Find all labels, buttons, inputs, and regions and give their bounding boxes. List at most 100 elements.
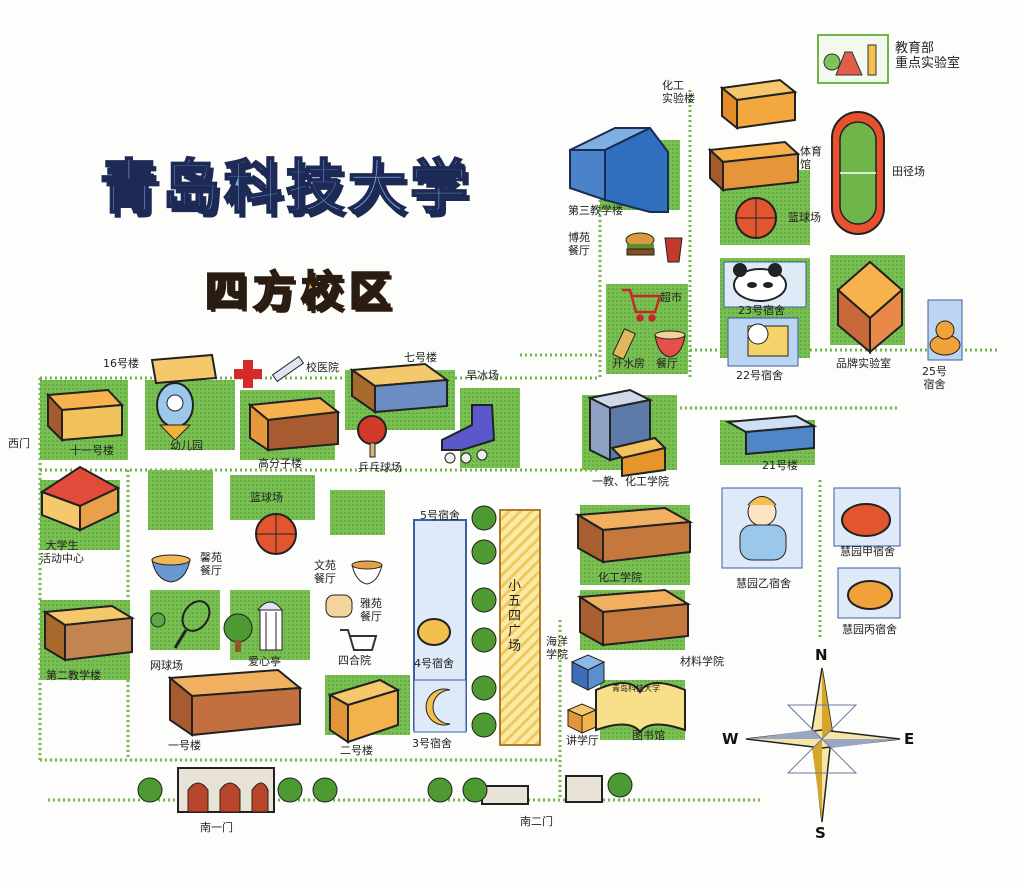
label-teaching1-chem: 一教、化工学院: [592, 475, 669, 488]
label-ocean: 海洋 学院: [546, 635, 568, 661]
label-boiled-water: 开水房: [612, 357, 645, 370]
building-11: [45, 388, 125, 443]
label-building-1: 一号楼: [168, 739, 201, 752]
label-dorm22: 22号宿舍: [736, 369, 783, 382]
map-subtitle: 四方校区: [204, 266, 398, 317]
bread-icon: [325, 594, 353, 618]
label-huiyuan-c: 慧园丙宿舍: [842, 623, 897, 636]
key-lab-building: [836, 260, 904, 355]
building-2: [327, 678, 401, 744]
label-building-7: 七号楼: [404, 351, 437, 364]
label-sihe: 四合院: [338, 654, 371, 667]
compass-north: N: [815, 646, 828, 664]
label-building-11: 十一号楼: [70, 444, 114, 457]
label-south-gate1: 南一门: [200, 821, 233, 834]
fox-icon: [841, 503, 891, 537]
second-teaching-building: [42, 604, 136, 662]
label-gym: 体育 馆: [800, 145, 822, 171]
gate-icon-south1: [177, 767, 275, 813]
bird-icon: [417, 618, 451, 646]
drink-icon: [664, 237, 683, 263]
girl-sleeping-icon: [739, 496, 787, 561]
label-library: 图书馆: [632, 729, 665, 742]
label-dining: 餐厅: [656, 357, 678, 370]
cat-icon-huiyuan-c: [847, 580, 893, 610]
building-16: [150, 353, 218, 385]
moon-icon: [425, 688, 451, 726]
label-supermarket: 超市: [660, 291, 682, 304]
rocket-icon: [156, 382, 194, 441]
compass-icon: [745, 667, 901, 823]
roads: [38, 90, 1000, 802]
label-chem-eng-school: 化工学院: [598, 571, 642, 584]
chem-lab-building: [719, 78, 798, 131]
label-boyuan: 博苑 餐厅: [568, 231, 590, 257]
label-basketball-north: 篮球场: [788, 211, 821, 224]
trees-square: [471, 505, 497, 738]
rollerskate-icon: [441, 404, 496, 464]
pingpong-paddle-icon: [357, 415, 387, 458]
label-track: 田径场: [892, 165, 925, 178]
label-xinyuan: 馨苑 餐厅: [200, 551, 222, 577]
label-second-teaching: 第二教学楼: [46, 669, 101, 682]
book-icon: [595, 682, 686, 734]
gate-icon-south2: [481, 775, 603, 805]
label-skating: 旱冰场: [466, 369, 499, 382]
label-dorm23: 23号宿舍: [738, 304, 785, 317]
dorm-21-building: [724, 414, 818, 456]
teaching1-building: [586, 388, 667, 478]
ocean-school-cube: [570, 654, 606, 691]
building-1: [167, 668, 303, 737]
label-wenyuan: 文苑 餐厅: [314, 559, 336, 585]
label-pingpong: 乒乓球场: [358, 461, 402, 474]
tree-icon: [223, 613, 253, 652]
cart-icon-sihe: [340, 629, 378, 651]
third-teaching-building: [569, 126, 669, 213]
small-may4-square: [499, 509, 541, 746]
label-dorm4: 4号宿舍: [414, 657, 454, 670]
label-kindergarten: 幼儿园: [170, 439, 203, 452]
track-field: [831, 111, 885, 235]
bowl-icon-xinyuan: [151, 554, 191, 583]
map-title: 青岛科技大学: [99, 152, 473, 222]
thermos-icon: [611, 328, 637, 360]
materials-building: [577, 588, 692, 647]
bowl-icon: [654, 330, 686, 358]
chem-eng-school-building: [574, 506, 694, 564]
panda-icon: [723, 261, 807, 308]
trees-south: [137, 772, 633, 803]
label-south-gate2: 南二门: [520, 815, 553, 828]
tennis-racket-icon: [150, 600, 211, 649]
lecture-hall-cube: [566, 703, 598, 734]
student-center-building: [39, 465, 121, 532]
library-sign-text: 青岛科技大学: [612, 684, 660, 693]
label-building-16: 16号楼: [103, 357, 139, 370]
pavilion-icon: [256, 601, 284, 651]
label-west-gate: 西门: [8, 437, 30, 450]
label-tennis: 网球场: [150, 659, 183, 672]
label-key-lab: 品牌实验室: [836, 357, 891, 370]
building-7: [349, 362, 450, 414]
basketball-icon-mid: [255, 513, 297, 555]
label-chem-lab-building: 化工 实验楼: [662, 79, 695, 105]
label-small-may4-square: 小五四广场: [508, 579, 522, 654]
label-third-teaching: 第三教学楼: [568, 204, 623, 217]
label-dorm21: 21号楼: [762, 459, 798, 472]
polymer-building: [247, 396, 341, 452]
gym-building: [707, 140, 801, 193]
label-dorm5: 5号宿舍: [420, 509, 460, 522]
label-hospital: 校医院: [306, 361, 339, 374]
label-lecture-hall: 讲学厅: [566, 734, 599, 747]
syringe-icon: [271, 355, 305, 383]
compass-west: W: [722, 730, 739, 748]
label-dorm25: 25号 宿舍: [922, 365, 947, 391]
label-materials: 材料学院: [680, 655, 724, 668]
label-lab-center: 教育部 重点实验室: [895, 41, 961, 71]
compass-east: E: [904, 730, 915, 748]
label-yayuan: 雅苑 餐厅: [360, 597, 382, 623]
cat-icon-dorm25: [927, 299, 963, 361]
label-basketball-mid: 篮球场: [250, 491, 283, 504]
flask-icon: [823, 44, 877, 76]
label-building-2: 二号楼: [340, 744, 373, 757]
